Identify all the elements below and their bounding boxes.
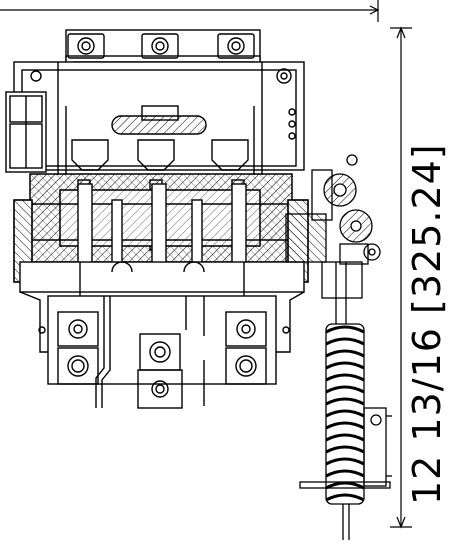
top-terminal-center — [141, 33, 179, 59]
height-dimension-label: 12 13/16 [325.24] — [405, 143, 449, 505]
bottom-terminal-left — [57, 311, 99, 385]
crossbar-pin — [111, 115, 207, 135]
height-dimension-line — [390, 26, 412, 529]
top-terminal-right — [217, 33, 255, 59]
coil-spring — [325, 323, 365, 505]
bottom-terminal-right — [225, 311, 267, 385]
bottom-terminal-center — [137, 333, 183, 409]
width-dimension-line — [0, 0, 380, 22]
operating-mechanism — [285, 154, 392, 540]
contactor-body — [5, 29, 309, 409]
top-terminal-left — [67, 33, 105, 59]
